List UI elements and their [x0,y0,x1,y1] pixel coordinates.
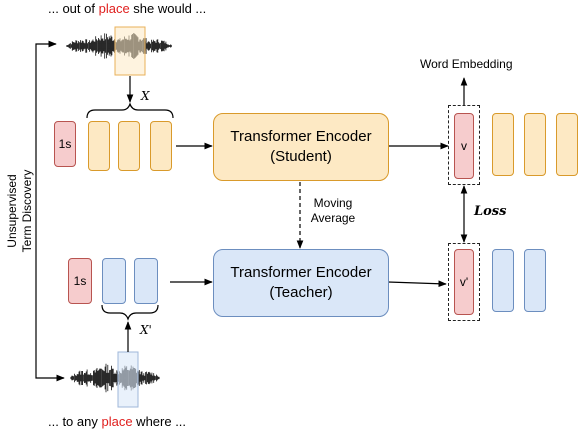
bottom-sentence-keyword: place [101,414,133,429]
teacher-special-token: 1s [68,258,92,304]
word-embedding-label: Word Embedding [420,57,513,71]
top-sentence-prefix: ... out of [48,1,99,16]
bottom-sentence-suffix: where ... [132,414,187,429]
student-input-token [150,121,172,171]
teacher-input-token [134,258,158,304]
waveform-trace [70,363,160,393]
x-prime-label: X' [140,323,152,337]
student-input-token [118,121,140,171]
student-output-token-label: v [461,139,467,153]
student-encoder: Transformer Encoder (Student) [213,113,389,181]
top-sentence-suffix: she would ... [129,1,207,16]
term-discovery-label: Unsupervised Term Discovery [5,151,35,271]
teacher-special-token-label: 1s [73,274,87,288]
student-encoder-role: (Student) [270,148,332,165]
student-encoder-title: Transformer Encoder [230,128,372,145]
loss-label: Loss [474,204,507,219]
student-output-selection [448,105,480,185]
top-sentence: ... out of place she would ... [48,1,206,17]
top-highlight-segment [114,26,146,76]
bottom-sentence-prefix: ... to any [48,414,102,429]
term-discovery-label-line1: Unsupervised [5,174,19,248]
teacher-output-arrow [387,280,447,288]
teacher-output-token: v' [454,249,474,315]
term-discovery-bracket [35,40,65,382]
moving-average-line1: Moving [313,196,353,210]
bottom-audio-waveform [70,363,160,393]
student-output-token: v [454,113,474,179]
moving-average-label: Moving Average [298,196,368,226]
x-label: X [141,89,150,103]
moving-average-line2: Average [310,211,356,225]
student-special-token: 1s [54,121,76,167]
student-input-token [88,121,110,171]
student-output-embedding [524,113,546,176]
teacher-output-token-label: v' [459,275,469,289]
teacher-encoder: Transformer Encoder (Teacher) [213,249,389,317]
teacher-output-selection [448,243,480,321]
teacher-input-token [102,258,126,304]
student-output-embedding [556,113,578,176]
term-discovery-label-line2: Term Discovery [20,169,34,253]
top-sentence-keyword: place [98,1,130,16]
x-brace [86,102,174,119]
bottom-highlight-segment [117,351,139,408]
teacher-output-embedding [492,249,514,312]
teacher-output-embedding [524,249,546,312]
x-prime-brace [101,304,159,321]
bottom-sentence: ... to any place where ... [48,414,186,430]
teacher-encoder-role: (Teacher) [269,284,333,301]
student-special-token-label: 1s [58,137,72,151]
student-output-embedding [492,113,514,176]
teacher-encoder-title: Transformer Encoder [230,264,372,281]
